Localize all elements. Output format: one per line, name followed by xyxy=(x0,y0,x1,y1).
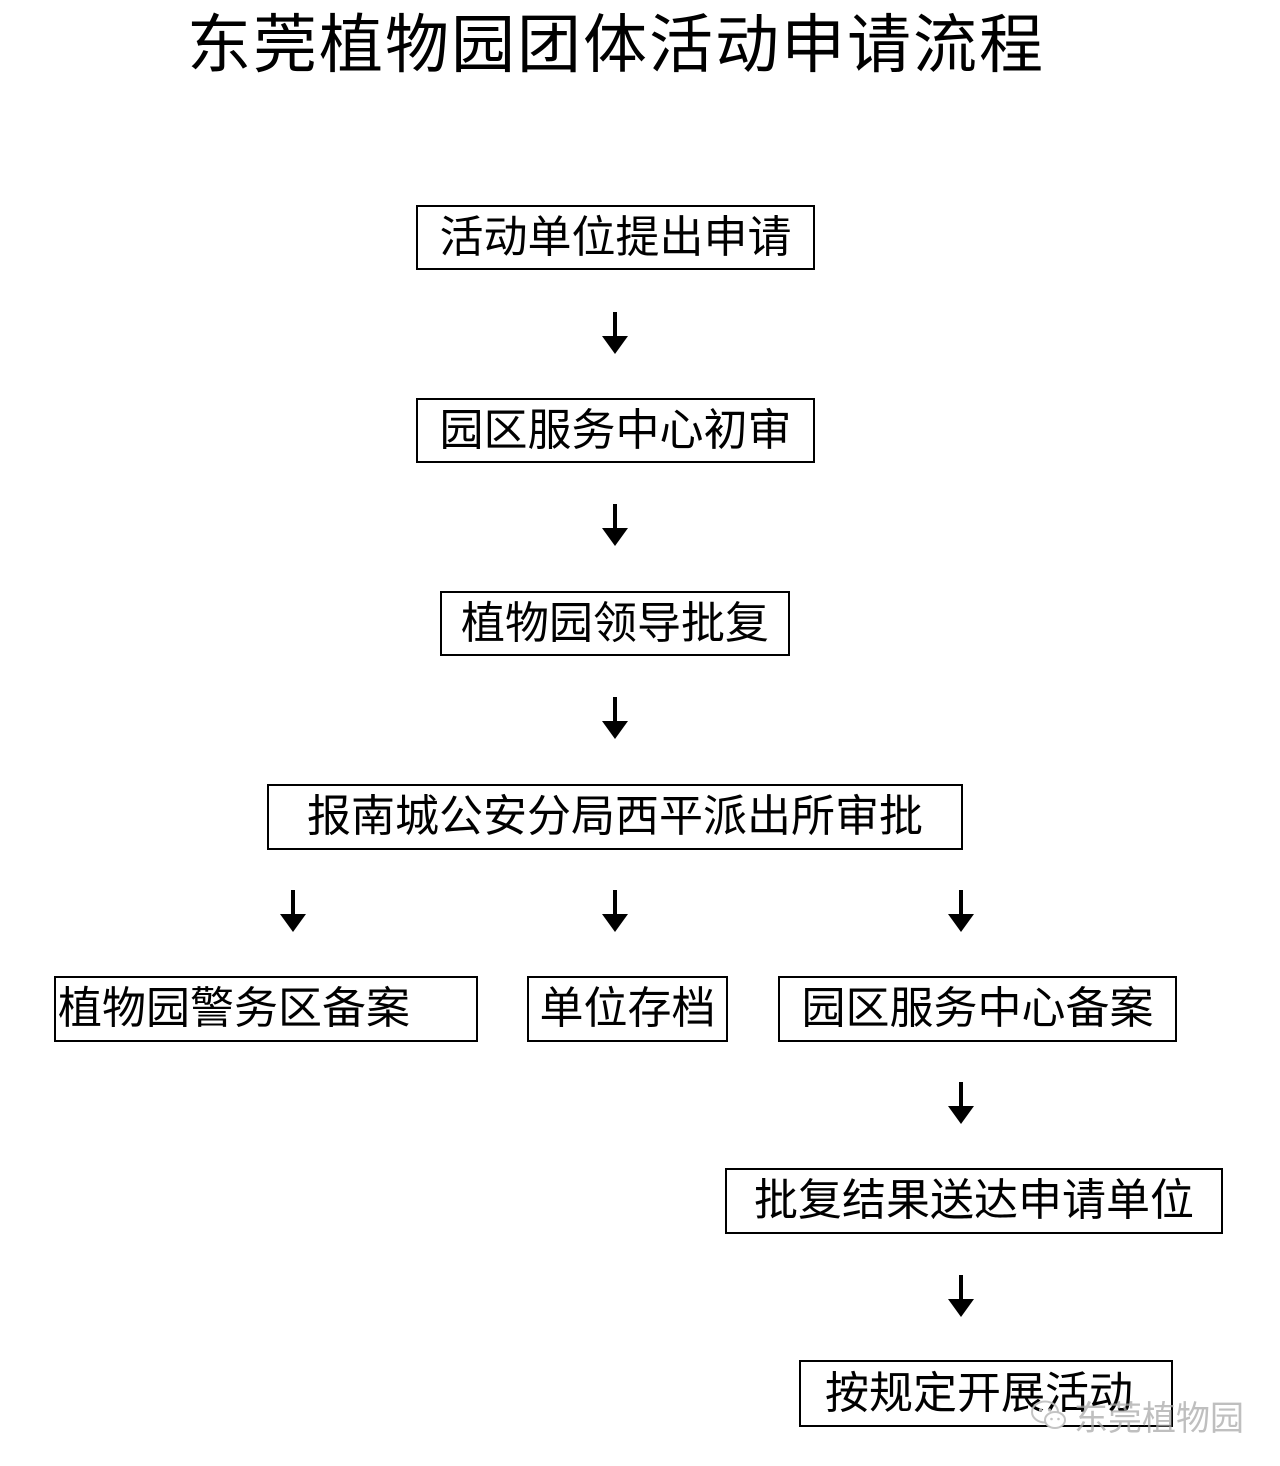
flow-node-service-filing-label: 园区服务中心备案 xyxy=(801,983,1154,1034)
arrow-down-icon xyxy=(600,312,630,354)
flow-node-initial-review: 园区服务中心初审 xyxy=(416,398,815,463)
flow-node-unit-archive: 单位存档 xyxy=(527,976,728,1042)
wechat-icon xyxy=(1031,1400,1066,1429)
watermark-text: 东莞植物园 xyxy=(1074,1398,1244,1439)
arrow-down-icon xyxy=(600,504,630,546)
flow-node-police-approval-label: 报南城公安分局西平派出所审批 xyxy=(307,791,923,842)
flow-node-conduct-activity-label: 按规定开展活动 xyxy=(825,1367,1133,1419)
arrow-down-icon xyxy=(946,890,976,932)
arrow-down-icon xyxy=(278,890,308,932)
flow-node-deliver-result-label: 批复结果送达申请单位 xyxy=(754,1175,1194,1226)
flow-node-police-filing: 植物园警务区备案 xyxy=(54,976,478,1042)
flow-node-apply-label: 活动单位提出申请 xyxy=(439,211,792,263)
watermark: 东莞植物园 xyxy=(1030,1390,1244,1440)
flow-node-leader-approval: 植物园领导批复 xyxy=(440,591,790,656)
flow-node-unit-archive-label: 单位存档 xyxy=(539,983,716,1034)
arrow-down-icon xyxy=(600,697,630,739)
arrow-down-icon xyxy=(600,890,630,932)
flow-node-initial-review-label: 园区服务中心初审 xyxy=(439,404,792,456)
flow-node-apply: 活动单位提出申请 xyxy=(416,205,815,270)
flow-node-service-filing: 园区服务中心备案 xyxy=(778,976,1177,1042)
flow-node-leader-approval-label: 植物园领导批复 xyxy=(461,597,769,649)
page-title: 东莞植物园团体活动申请流程 xyxy=(187,9,1045,83)
arrow-down-icon xyxy=(946,1275,976,1317)
flow-node-conduct-activity: 按规定开展活动 xyxy=(799,1360,1173,1427)
flow-node-police-filing-label: 植物园警务区备案 xyxy=(58,983,410,1034)
flow-node-police-approval: 报南城公安分局西平派出所审批 xyxy=(267,784,963,850)
flow-node-deliver-result: 批复结果送达申请单位 xyxy=(725,1168,1223,1234)
arrow-down-icon xyxy=(946,1082,976,1124)
